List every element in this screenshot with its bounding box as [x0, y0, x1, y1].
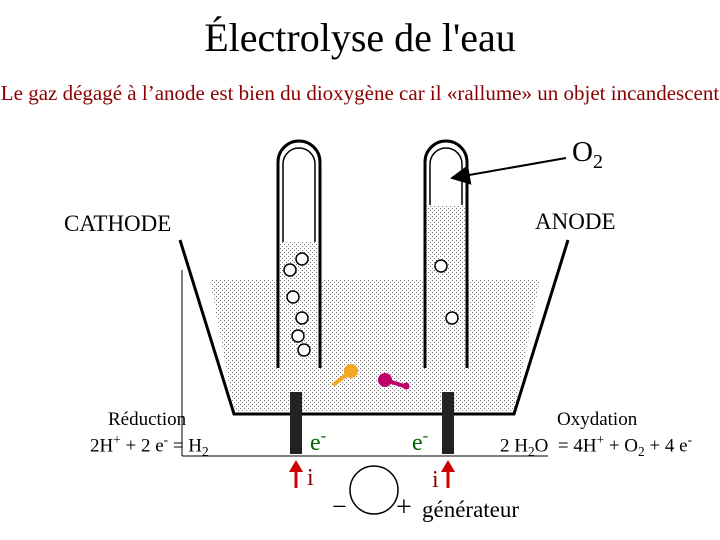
oxidation-title: Oxydation: [557, 409, 638, 430]
reduction-equation: 2H+ + 2 e- = H2: [90, 432, 209, 460]
current-arrow-right: [441, 460, 455, 488]
cathode-electrode: [290, 392, 302, 454]
anode-label: ANODE: [535, 209, 616, 234]
beaker: [178, 239, 570, 416]
page-title: Électrolyse de l'eau: [204, 15, 516, 60]
o2-label: O2: [572, 136, 603, 173]
generator-minus-terminal: −: [332, 492, 347, 521]
reduction-title: Réduction: [108, 409, 187, 430]
generator-label: générateur: [422, 497, 520, 522]
oxidation-equation: 2 H2O = 4H+ + O2 + 4 e-: [500, 432, 692, 460]
bubble: [295, 252, 309, 266]
current-label-cathode: i: [307, 465, 314, 491]
water: [210, 280, 540, 412]
electron-label-cathode: e-: [310, 426, 327, 456]
bubble: [434, 259, 448, 273]
bubble: [283, 263, 297, 277]
bubble: [297, 343, 311, 357]
bubble: [291, 329, 305, 343]
ion-magenta: [378, 373, 410, 390]
cathode-label: CATHODE: [64, 211, 172, 236]
ion-orange: [331, 364, 358, 387]
bubble: [295, 311, 309, 325]
generator-plus-terminal: +: [396, 492, 412, 523]
current-arrow-left: [289, 460, 303, 488]
bubble: [286, 290, 300, 304]
subtitle: Le gaz dégagé à l’anode est bien du diox…: [0, 81, 720, 105]
current-label-anode: i: [432, 467, 439, 493]
electron-label-anode: e-: [412, 426, 429, 456]
gas-bubbles: [283, 252, 459, 357]
bubble: [445, 311, 459, 325]
o2-pointer: [450, 157, 567, 185]
generator-symbol: [349, 465, 399, 515]
anode-electrode: [442, 392, 454, 454]
